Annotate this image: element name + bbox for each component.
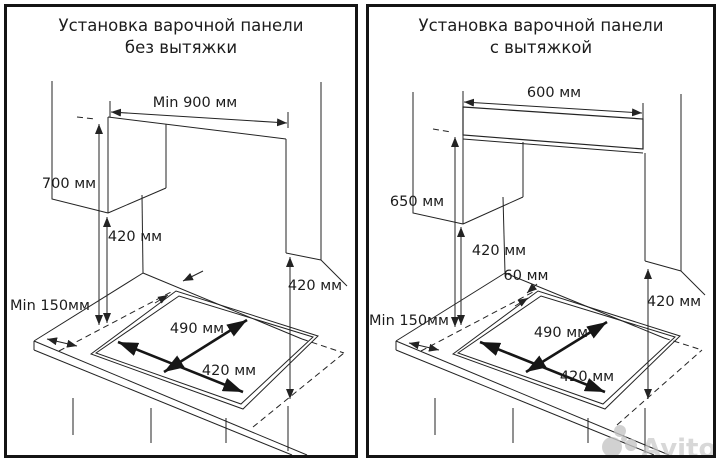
cutout-dimension-arrows xyxy=(479,320,608,394)
dim-cabinet-to-counter-label: 420 мм xyxy=(108,229,162,245)
cutout-dimension-arrows xyxy=(117,318,248,394)
dim-top-width-label: Min 900 мм xyxy=(153,95,238,111)
avito-logo-icon xyxy=(602,437,622,455)
dim-cutout-depth-label: 490 мм xyxy=(170,321,224,337)
countertop xyxy=(33,272,345,455)
dim-height-to-top-label: 700 мм xyxy=(42,176,96,192)
dim-cutout-depth-label: 490 мм xyxy=(534,325,588,341)
watermark-text: Avito xyxy=(641,434,713,455)
dimension-lines xyxy=(408,91,652,399)
dim-hood-width-label: 600 мм xyxy=(527,85,581,101)
dim-hood-to-counter-label: 650 мм xyxy=(390,194,444,210)
panel-title-line1: Установка варочной панели xyxy=(59,16,304,35)
avito-watermark: Avito xyxy=(602,425,713,455)
dimension-lines xyxy=(46,101,294,399)
dim-cutout-width-label: 420 мм xyxy=(202,363,256,379)
panel-title-line1: Установка варочной панели xyxy=(419,16,664,35)
table-legs xyxy=(434,398,646,453)
dim-cutout-width-label: 420 мм xyxy=(560,369,614,385)
dim-cabinet-to-counter-label: 420 мм xyxy=(472,243,526,259)
panel-with-hood: Установка варочной панели с вытяжкой xyxy=(366,4,716,458)
panel-without-hood: Установка варочной панели без вытяжки xyxy=(4,4,358,458)
hood-band xyxy=(462,106,644,154)
dim-side-clearance-label: Min 150мм xyxy=(369,313,449,329)
dim-right-cabinet-to-counter-label: 420 мм xyxy=(288,278,342,294)
dim-hood-gap-label: 60 мм xyxy=(504,268,549,284)
dim-right-cabinet-to-counter-label: 420 мм xyxy=(647,294,701,310)
dimension-labels: 600 мм 650 мм 420 мм 60 мм Min 150мм 420… xyxy=(369,85,701,385)
diagram-with-hood: Установка варочной панели с вытяжкой xyxy=(369,16,713,455)
dim-side-clearance-label: Min 150мм xyxy=(10,298,90,314)
walls-and-cabinets xyxy=(51,81,348,287)
panel-title-line2: с вытяжкой xyxy=(490,38,592,57)
dimension-labels: Min 900 мм 700 мм 420 мм Min 150мм 420 м… xyxy=(10,95,342,379)
table-legs xyxy=(72,398,289,451)
cutout xyxy=(89,290,319,410)
diagram-without-hood: Установка варочной панели без вытяжки xyxy=(10,16,348,455)
walls-and-cabinets xyxy=(412,92,706,296)
panel-title-line2: без вытяжки xyxy=(125,38,237,57)
